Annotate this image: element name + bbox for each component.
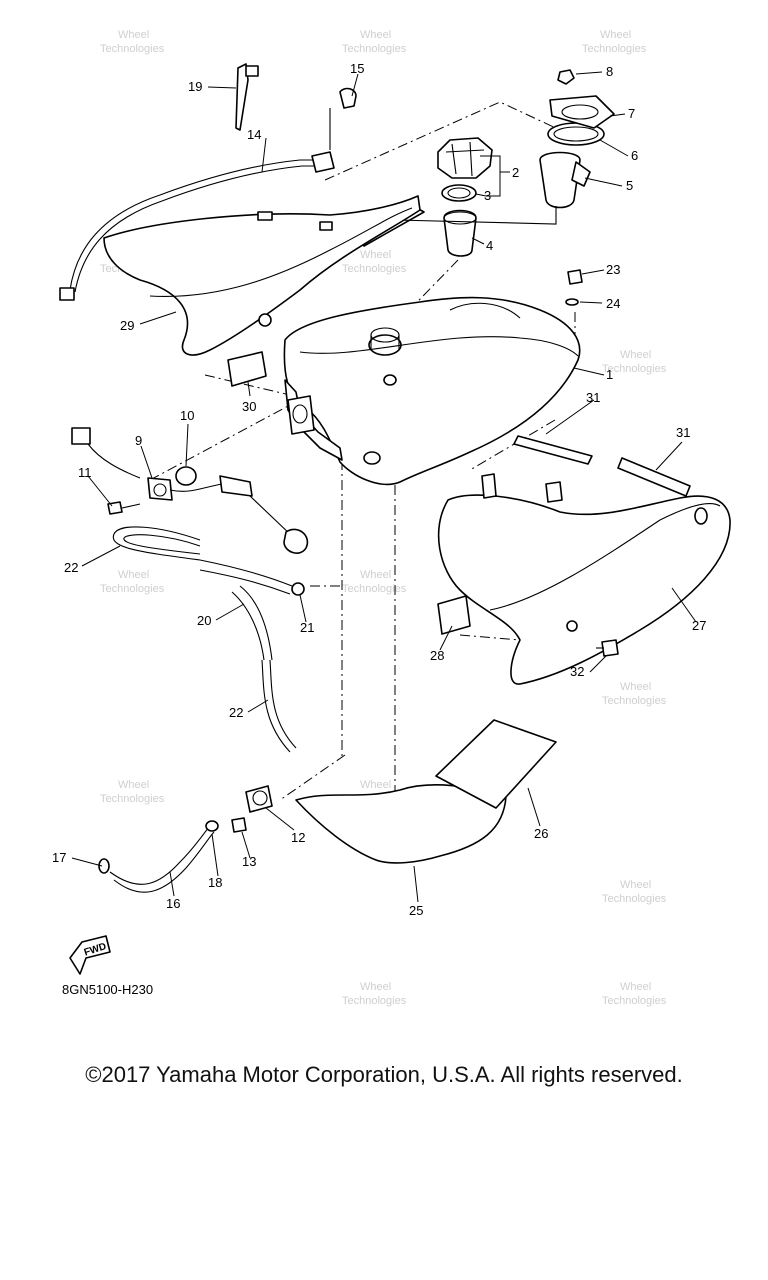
svg-text:Wheel: Wheel [360, 29, 391, 41]
bolt-23 [567, 269, 583, 285]
hose-22b [261, 659, 297, 753]
svg-text:Wheel: Wheel [360, 249, 391, 261]
svg-text:Wheel: Wheel [118, 569, 149, 581]
svg-text:Technologies: Technologies [602, 363, 667, 375]
callout-2: 2 [512, 165, 519, 180]
svg-text:Technologies: Technologies [602, 695, 667, 707]
callout-29: 29 [120, 318, 134, 333]
callout-31b: 31 [676, 425, 690, 440]
callout-21: 21 [300, 620, 314, 635]
callout-28: 28 [430, 648, 444, 663]
callout-12: 12 [291, 830, 305, 845]
callout-26: 26 [534, 826, 548, 841]
wire-harness-9 [71, 427, 223, 501]
callout-1: 1 [606, 367, 613, 382]
callout-10: 10 [180, 408, 194, 423]
side-cover-29 [103, 195, 421, 356]
sheet-26 [435, 719, 557, 809]
svg-text:Wheel: Wheel [600, 29, 631, 41]
svg-text:Technologies: Technologies [342, 263, 407, 275]
callout-25: 25 [409, 903, 423, 918]
svg-text:Wheel: Wheel [620, 981, 651, 993]
pad-31a [513, 435, 593, 465]
callout-3: 3 [484, 188, 491, 203]
callout-4: 4 [486, 238, 493, 253]
callout-24: 24 [606, 296, 620, 311]
fuel-cap-2 [437, 137, 493, 179]
pad-28 [437, 595, 471, 635]
callout-22a: 22 [64, 560, 78, 575]
hose-20 [199, 559, 293, 661]
callout-11: 11 [78, 465, 92, 480]
callout-8: 8 [606, 64, 613, 79]
diagram-code: 8GN5100-H230 [62, 982, 154, 997]
svg-text:Technologies: Technologies [602, 893, 667, 905]
svg-text:Technologies: Technologies [100, 43, 165, 55]
fuel-cock-12 [245, 785, 273, 813]
svg-text:Wheel: Wheel [360, 569, 391, 581]
callout-22b: 22 [229, 705, 243, 720]
pad-30 [227, 351, 267, 387]
clip-18 [205, 820, 219, 832]
screw-11 [107, 501, 141, 515]
svg-text:Wheel: Wheel [620, 879, 651, 891]
bolt-13 [231, 817, 247, 833]
side-cover-27 [437, 473, 731, 685]
clip-21 [291, 582, 305, 596]
svg-text:Wheel: Wheel [118, 29, 149, 41]
svg-text:Wheel: Wheel [360, 779, 391, 791]
callout-17: 17 [52, 850, 66, 865]
callout-numbers: 1 2 3 4 5 6 7 8 9 10 11 12 13 14 15 16 1… [52, 61, 706, 918]
svg-text:Technologies: Technologies [342, 43, 407, 55]
svg-text:Technologies: Technologies [342, 583, 407, 595]
svg-text:Wheel: Wheel [620, 349, 651, 361]
sender-float-10 [175, 466, 309, 554]
callout-15: 15 [350, 61, 364, 76]
under-cover-25 [295, 784, 507, 864]
callout-9: 9 [135, 433, 142, 448]
callout-7: 7 [628, 106, 635, 121]
gasket-6 [547, 122, 605, 146]
hose-14 [59, 151, 335, 301]
svg-text:Wheel: Wheel [118, 779, 149, 791]
plate-7 [549, 95, 615, 129]
strainer-4 [443, 209, 477, 257]
svg-text:Technologies: Technologies [602, 995, 667, 1007]
pad-31b [617, 457, 691, 497]
band-19 [235, 63, 259, 131]
svg-text:Technologies: Technologies [100, 793, 165, 805]
clamp-17 [98, 858, 110, 874]
svg-text:Wheel: Wheel [620, 681, 651, 693]
fwd-arrow-icon: FWD [69, 935, 111, 975]
gasket-3 [441, 184, 477, 202]
bolt-32 [596, 639, 619, 657]
hose-16 [109, 825, 215, 893]
callout-6: 6 [631, 148, 638, 163]
callout-13: 13 [242, 854, 256, 869]
callout-5: 5 [626, 178, 633, 193]
svg-text:Technologies: Technologies [342, 995, 407, 1007]
clamp-15 [329, 87, 357, 150]
callout-20: 20 [197, 613, 211, 628]
callout-31a: 31 [586, 390, 600, 405]
callout-18: 18 [208, 875, 222, 890]
washer-24 [565, 298, 579, 306]
callout-27: 27 [692, 618, 706, 633]
callout-32: 32 [570, 664, 584, 679]
callout-23: 23 [606, 262, 620, 277]
callout-19: 19 [188, 79, 202, 94]
nut-8 [557, 69, 575, 85]
svg-text:Technologies: Technologies [100, 583, 165, 595]
hose-22a [112, 526, 201, 561]
copyright-notice: ©2017 Yamaha Motor Corporation, U.S.A. A… [85, 1062, 683, 1087]
leader-lines [71, 71, 697, 903]
svg-text:Wheel: Wheel [360, 981, 391, 993]
svg-text:Technologies: Technologies [582, 43, 647, 55]
callout-14: 14 [247, 127, 261, 142]
callout-30: 30 [242, 399, 256, 414]
callout-16: 16 [166, 896, 180, 911]
fuel-tank-1 [283, 296, 581, 486]
